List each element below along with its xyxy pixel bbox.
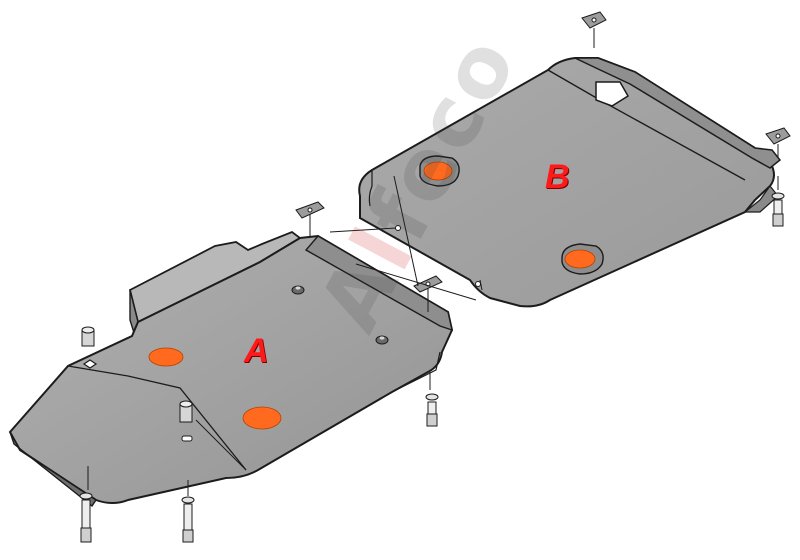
bracket-icon [765,127,791,145]
drain-pad-b1 [419,155,460,187]
washer-icon [81,326,95,347]
bolt-icon [181,496,195,543]
nut-icon [291,285,305,295]
drain-pad-a2 [242,406,282,430]
plate-a-slot-2 [181,435,193,442]
assembly-lines [87,28,779,496]
drain-pad-a1 [148,347,184,367]
nut-icon [375,335,389,345]
plate-b-side-fold [368,170,373,207]
plate-a-fold-line-2 [391,351,441,393]
plate-a-right-flange [304,235,453,332]
washer-icon [179,400,193,423]
bracket-icon [295,201,325,219]
bolt-icon [425,393,439,427]
plate-b-cutout [595,81,630,107]
plate-a-front-lip [9,431,97,508]
bracket-icon [581,11,607,29]
plate-b-hole-2 [475,281,481,287]
plate-b [358,57,782,308]
plate-b-body [358,57,775,308]
plate-b-front-lip [743,185,779,213]
plate-a-slot [82,359,98,369]
drain-pad-b2 [561,243,604,275]
bolt-icon [771,192,785,227]
part-label-b: B [545,158,570,196]
part-label-a: A [244,332,269,370]
bolt-icon [79,492,93,543]
plate-a [8,230,454,508]
plate-a-fold-line-1 [67,365,247,471]
plate-b-rear-flange [574,57,782,169]
